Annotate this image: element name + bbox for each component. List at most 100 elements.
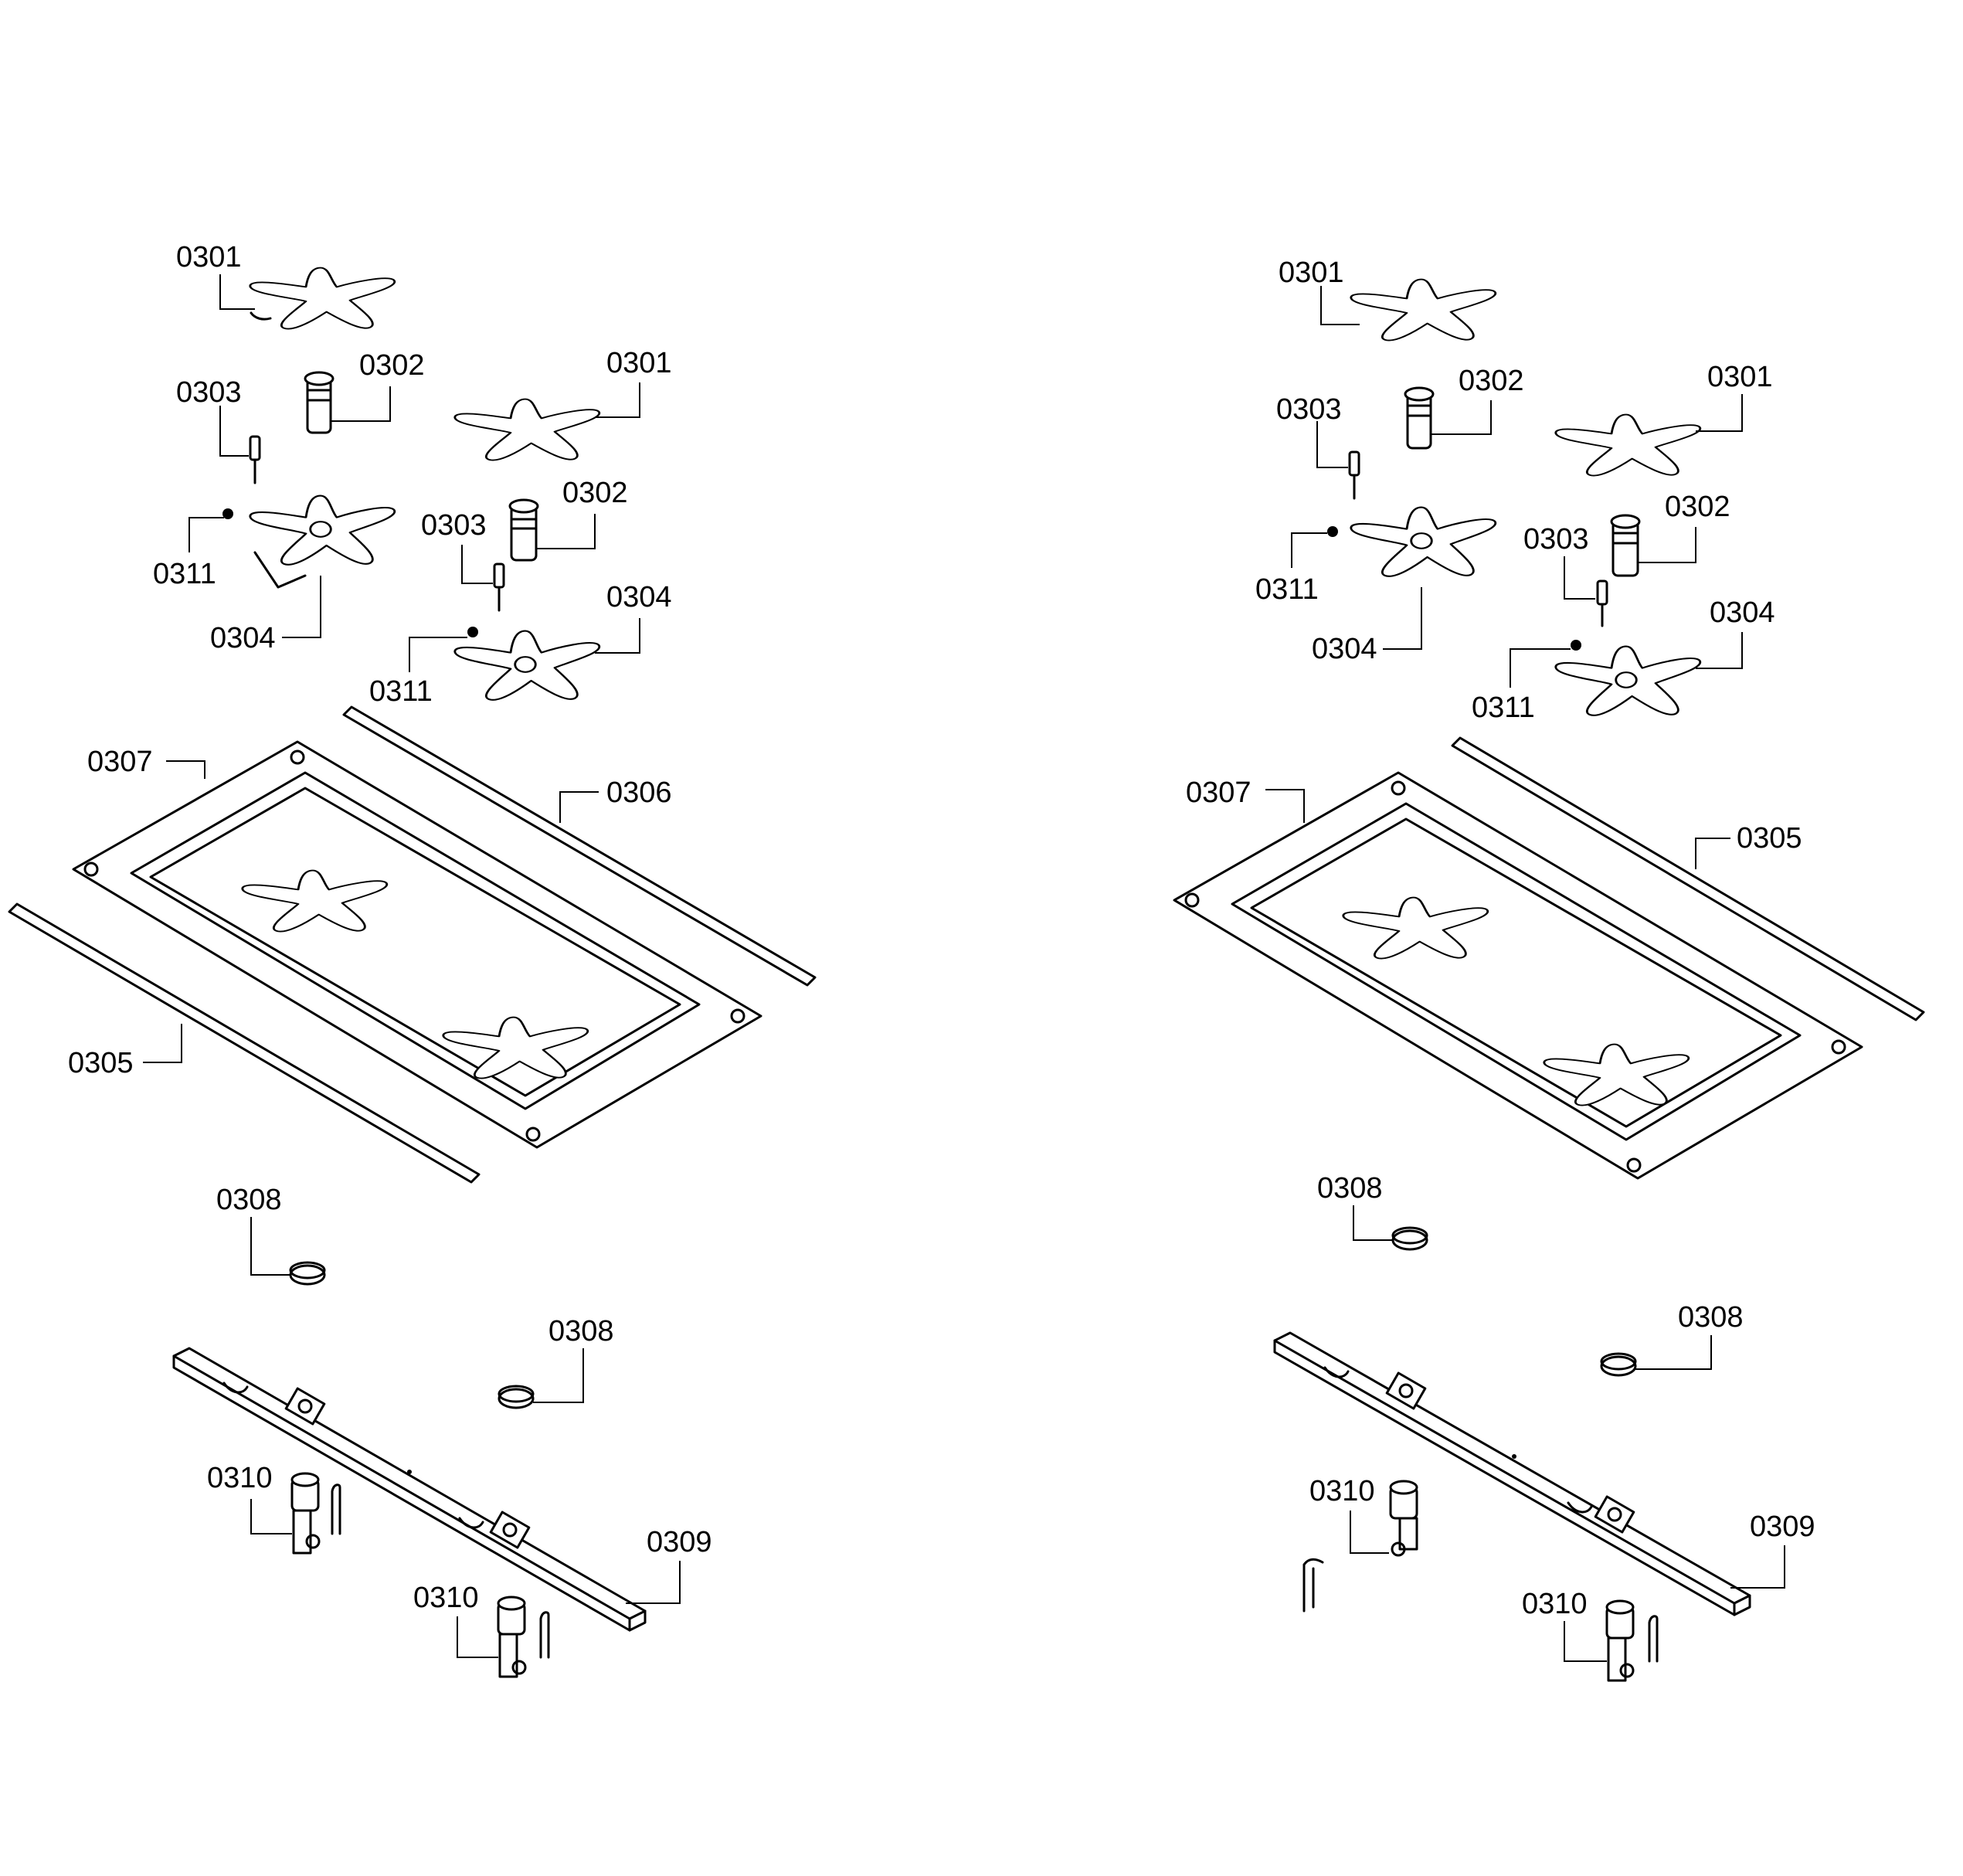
leader-0302-b [536, 514, 596, 549]
label-0302-a: 0302 [359, 349, 425, 382]
label-0309: 0309 [647, 1526, 712, 1558]
leader-0309 [626, 1561, 681, 1604]
label-0303-a: 0303 [176, 376, 242, 409]
burner-cap-upper-left-rim [250, 311, 272, 321]
label-r0304-b: 0304 [1710, 596, 1775, 629]
label-r0307: 0307 [1186, 777, 1251, 809]
leader-0310-a [250, 1499, 292, 1534]
left-assembly: 0301 0302 0301 0303 0304 [8, 241, 817, 1678]
leader-r0301-a [1320, 286, 1360, 325]
leader-0304-a [282, 576, 321, 638]
leader-0303-a [219, 406, 249, 457]
leader-r0309 [1730, 1545, 1785, 1589]
leader-0311-b [409, 637, 467, 672]
side-rail-0305 [8, 902, 481, 1184]
leader-r0302-a [1431, 400, 1492, 435]
label-r0305: 0305 [1737, 822, 1802, 855]
label-r0309: 0309 [1750, 1511, 1815, 1543]
gas-valve-lower-left [497, 1596, 550, 1678]
leader-0301-a [219, 274, 255, 310]
spark-electrode-lower-left [493, 562, 505, 612]
label-0307: 0307 [87, 746, 153, 778]
label-r0301-a: 0301 [1279, 257, 1344, 289]
spark-electrode-upper-left [249, 435, 261, 484]
seal-ring-lower-left [498, 1385, 535, 1409]
burner-tray-left [72, 740, 762, 1149]
burner-sleeve-lower-right [1610, 514, 1641, 577]
label-0301-a: 0301 [176, 241, 242, 274]
gas-valve-upper-left [290, 1472, 341, 1555]
leader-r0308-b [1635, 1335, 1712, 1370]
side-rail-0306 [342, 705, 817, 987]
leader-r0311-b [1510, 648, 1571, 688]
right-assembly: 0301 0302 0301 0303 0304 [1173, 257, 1925, 1682]
burner-body-upper-left [249, 494, 396, 566]
leader-0303-b [461, 545, 493, 584]
nut-upper-left [222, 508, 233, 519]
side-rail-right [1451, 736, 1925, 1021]
valve-bracket-left [172, 1347, 647, 1632]
label-0304-a: 0304 [210, 622, 276, 654]
label-0305: 0305 [68, 1047, 134, 1079]
nut-upper-right [1327, 526, 1338, 537]
label-0311-b: 0311 [369, 675, 433, 708]
label-0308-b: 0308 [548, 1315, 614, 1348]
label-0308-a: 0308 [216, 1184, 282, 1216]
valve-bracket-right [1273, 1331, 1751, 1616]
burner-cap-upper-right [1350, 278, 1497, 342]
label-r0302-a: 0302 [1459, 365, 1524, 397]
label-0310-a: 0310 [207, 1462, 273, 1494]
label-0304-b: 0304 [606, 581, 672, 613]
leader-r0301-b [1696, 394, 1743, 432]
label-r0310-a: 0310 [1309, 1475, 1375, 1507]
burner-sleeve-lower-left [508, 498, 539, 562]
seal-ring-lower-right [1600, 1352, 1637, 1377]
label-0303-b: 0303 [421, 509, 487, 542]
burner-body-lower-left [453, 630, 601, 702]
burner-tray-right [1173, 771, 1863, 1180]
leader-r0308-a [1353, 1205, 1393, 1241]
leader-0306 [559, 791, 599, 823]
spark-electrode-upper-right [1348, 450, 1360, 500]
label-0306: 0306 [606, 777, 672, 809]
seal-ring-upper-left [289, 1261, 326, 1286]
nut-lower-left [467, 627, 478, 637]
label-r0311-a: 0311 [1255, 573, 1319, 606]
gas-valve-upper-right [1302, 1480, 1418, 1613]
label-0311-a: 0311 [153, 558, 216, 590]
burner-cap-lower-left-group [453, 398, 601, 461]
label-0302-b: 0302 [562, 477, 628, 509]
leader-r0305 [1695, 838, 1730, 869]
leader-0302-a [331, 386, 391, 422]
leader-r0303-a [1316, 421, 1348, 468]
leader-0310-b [457, 1616, 498, 1658]
leader-r0304-b [1696, 632, 1743, 669]
label-r0303-a: 0303 [1276, 393, 1342, 426]
spark-electrode-lower-right [1596, 579, 1608, 627]
leader-0304-b [595, 618, 640, 654]
label-r0301-b: 0301 [1707, 361, 1773, 393]
burner-sleeve-upper-right [1404, 386, 1435, 450]
leader-r0310-a [1350, 1511, 1389, 1554]
label-0310-b: 0310 [413, 1582, 479, 1614]
burner-body-upper-left-skirt [253, 551, 307, 589]
burner-sleeve-upper-left [304, 371, 335, 434]
label-r0310-b: 0310 [1522, 1588, 1588, 1620]
seal-ring-upper-right [1391, 1226, 1428, 1251]
leader-0305 [143, 1024, 182, 1063]
label-r0303-b: 0303 [1523, 523, 1589, 556]
label-0301-b: 0301 [606, 347, 672, 379]
burner-cap-lower-right [1554, 413, 1702, 477]
label-r0302-b: 0302 [1665, 491, 1730, 523]
leader-r0310-b [1564, 1621, 1607, 1662]
leader-r0302-b [1638, 527, 1696, 563]
leader-r0311-a [1291, 532, 1327, 568]
burner-body-upper-right [1350, 506, 1497, 578]
leader-r0304-a [1383, 587, 1422, 650]
leader-0308-a [250, 1217, 290, 1276]
leader-0307 [166, 760, 205, 779]
gas-valve-lower-right [1605, 1599, 1659, 1682]
leader-0301-b [595, 382, 640, 418]
burner-cap-upper-left [249, 267, 396, 330]
